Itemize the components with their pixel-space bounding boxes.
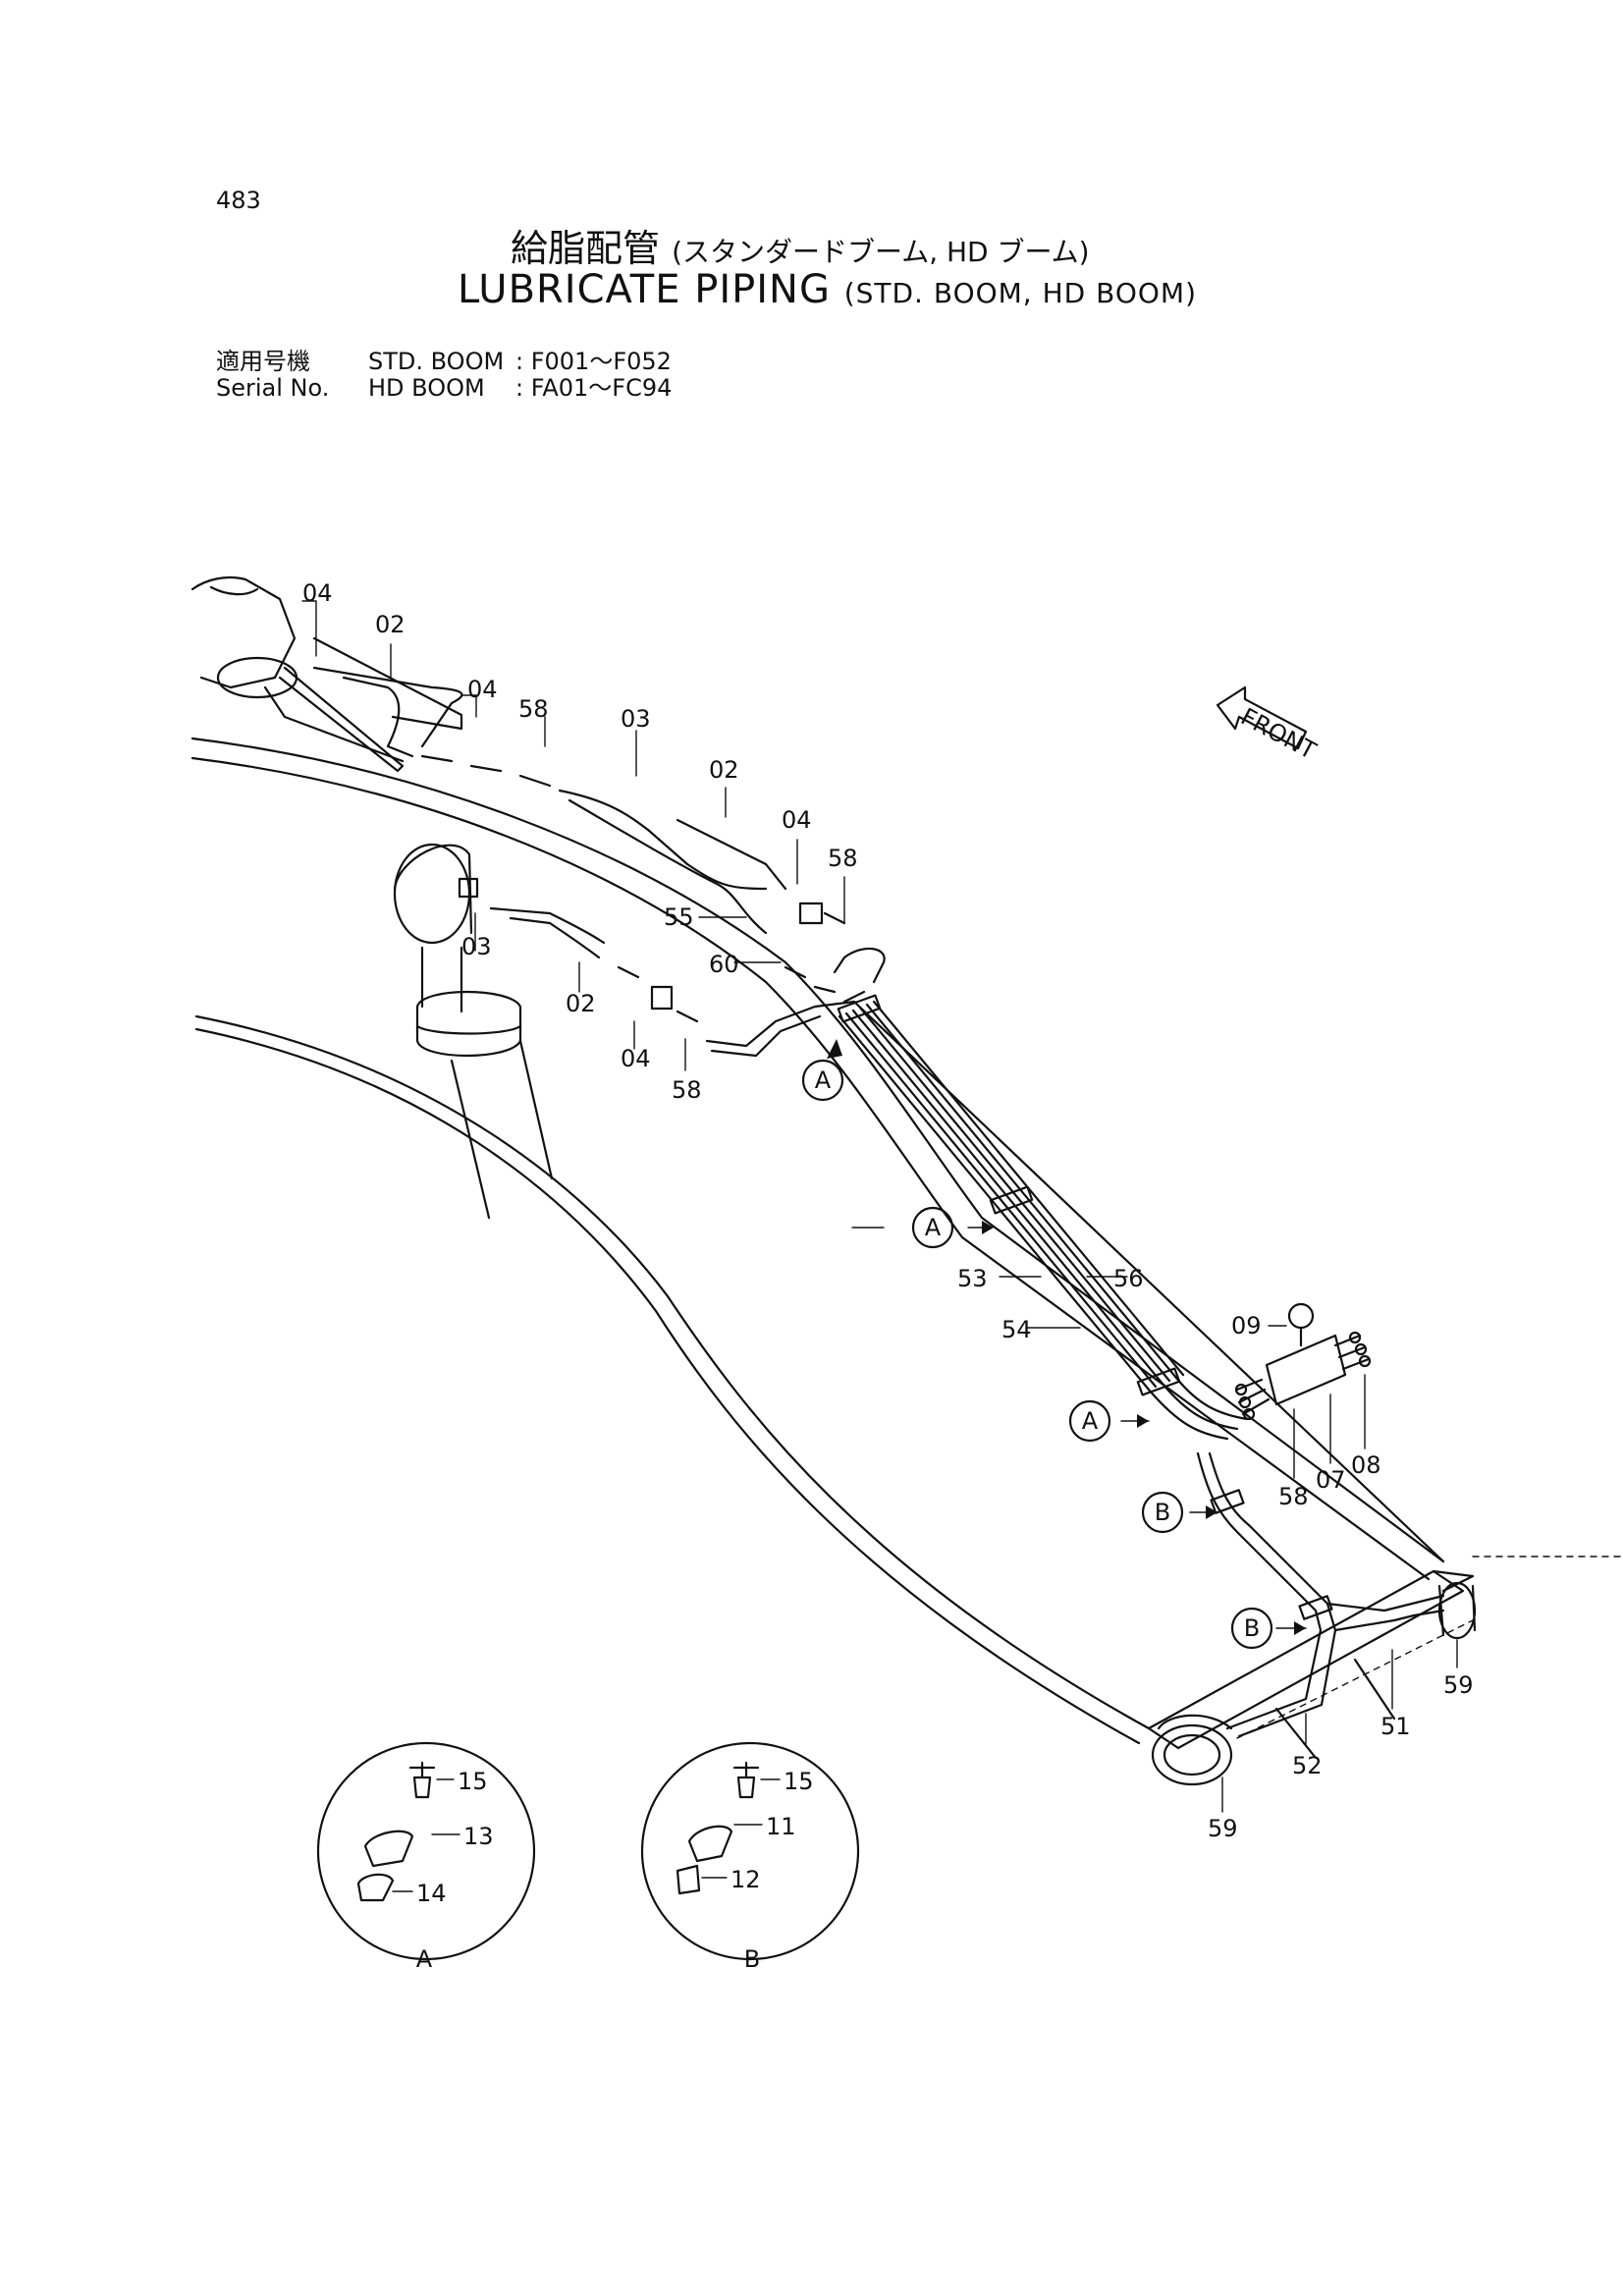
callout-60: 60 [709, 951, 739, 978]
detail-a-label: A [416, 1945, 433, 1973]
callout-53: 53 [957, 1265, 988, 1292]
detail-a-labels: 15 13 14 A [416, 1768, 494, 1973]
front-label: FRONT [1236, 703, 1321, 765]
detail-b-label: B [744, 1945, 760, 1973]
detail-marker-circles [801, 1059, 1273, 1650]
callout-04a: 04 [302, 579, 333, 607]
callout-55: 55 [664, 903, 694, 931]
callout-02c: 02 [566, 990, 596, 1017]
title-english: LUBRICATE PIPING (STD. BOOM, HD BOOM) [458, 267, 1197, 312]
callout-07: 07 [1316, 1466, 1346, 1494]
serial-row-std: 適用号機 STD. BOOM : F001～F052 [216, 342, 672, 376]
grease-manifold [1234, 1302, 1372, 1421]
callout-52: 52 [1292, 1752, 1323, 1779]
title-english-sub: (STD. BOOM, HD BOOM) [843, 277, 1197, 309]
boom-foot [190, 575, 463, 773]
serial-label-en: Serial No. [216, 374, 330, 402]
boom-cylinder [393, 843, 554, 1220]
title-japanese-sub: (スタンダードブーム, HD ブーム) [672, 236, 1090, 268]
callout-58c: 58 [672, 1076, 702, 1104]
callout-58b: 58 [828, 845, 858, 872]
detail-a-13: 13 [463, 1823, 494, 1850]
callout-56: 56 [1113, 1265, 1144, 1292]
hd-boom-range: : FA01～FC94 [515, 374, 673, 402]
hose-run-cylinder [458, 877, 856, 1058]
callout-08: 08 [1351, 1451, 1381, 1479]
serial-label-jp: 適用号機 [216, 348, 310, 375]
callout-58a: 58 [518, 695, 549, 723]
title-english-main: LUBRICATE PIPING [458, 267, 831, 312]
marker-a3: A [1082, 1407, 1099, 1435]
page-number: 483 [216, 187, 261, 214]
marker-b2: B [1244, 1614, 1260, 1642]
std-boom-range: : F001～F052 [515, 348, 672, 375]
callout-04c: 04 [782, 806, 812, 834]
callout-59b: 59 [1208, 1815, 1238, 1842]
title-japanese-main: 給脂配管 [511, 227, 661, 270]
detail-circle-a [316, 1741, 536, 1961]
callout-02a: 02 [375, 611, 406, 638]
callout-04d: 04 [621, 1045, 651, 1072]
detail-b-12: 12 [730, 1866, 761, 1893]
hose-run-upper [312, 666, 787, 891]
detail-markers: A A A B B [815, 1066, 1260, 1642]
pipe-bundle [838, 1000, 1445, 1760]
boom-end-pin [1151, 1581, 1477, 1786]
marker-b1: B [1155, 1499, 1170, 1526]
detail-marker-arrows [827, 1039, 1306, 1635]
title-japanese: 給脂配管 (スタンダードブーム, HD ブーム) [511, 218, 1090, 272]
detail-b-15: 15 [784, 1768, 814, 1795]
pipe-clamps [837, 994, 1333, 1620]
marker-a2: A [925, 1214, 942, 1241]
leader-lines [301, 600, 1458, 1892]
boom-outline [190, 737, 1475, 1750]
detail-b-labels: 15 11 12 B [730, 1768, 814, 1973]
callout-04b: 04 [467, 676, 498, 703]
callout-09: 09 [1231, 1312, 1262, 1339]
callout-58d: 58 [1278, 1483, 1309, 1510]
detail-a-14: 14 [416, 1880, 447, 1907]
hd-boom-label: HD BOOM [368, 374, 485, 402]
hose-run-55 [568, 798, 886, 1004]
detail-a-15: 15 [458, 1768, 488, 1795]
callout-02b: 02 [709, 756, 739, 784]
detail-b-11: 11 [766, 1813, 796, 1840]
detail-circle-b [640, 1741, 860, 1961]
callout-59a: 59 [1443, 1671, 1474, 1699]
callout-numbers: 04 02 04 58 03 02 04 58 55 60 03 02 04 5… [302, 579, 1474, 1842]
std-boom-label: STD. BOOM [368, 348, 505, 375]
dimension-line [1236, 1556, 1621, 1739]
callout-03a: 03 [621, 705, 651, 733]
marker-a1: A [815, 1066, 832, 1094]
callout-54: 54 [1001, 1316, 1032, 1343]
callout-51: 51 [1380, 1713, 1411, 1740]
callout-03b: 03 [461, 933, 492, 960]
serial-row-hd: Serial No. HD BOOM : FA01～FC94 [216, 368, 672, 403]
front-arrow-icon [1216, 685, 1308, 750]
